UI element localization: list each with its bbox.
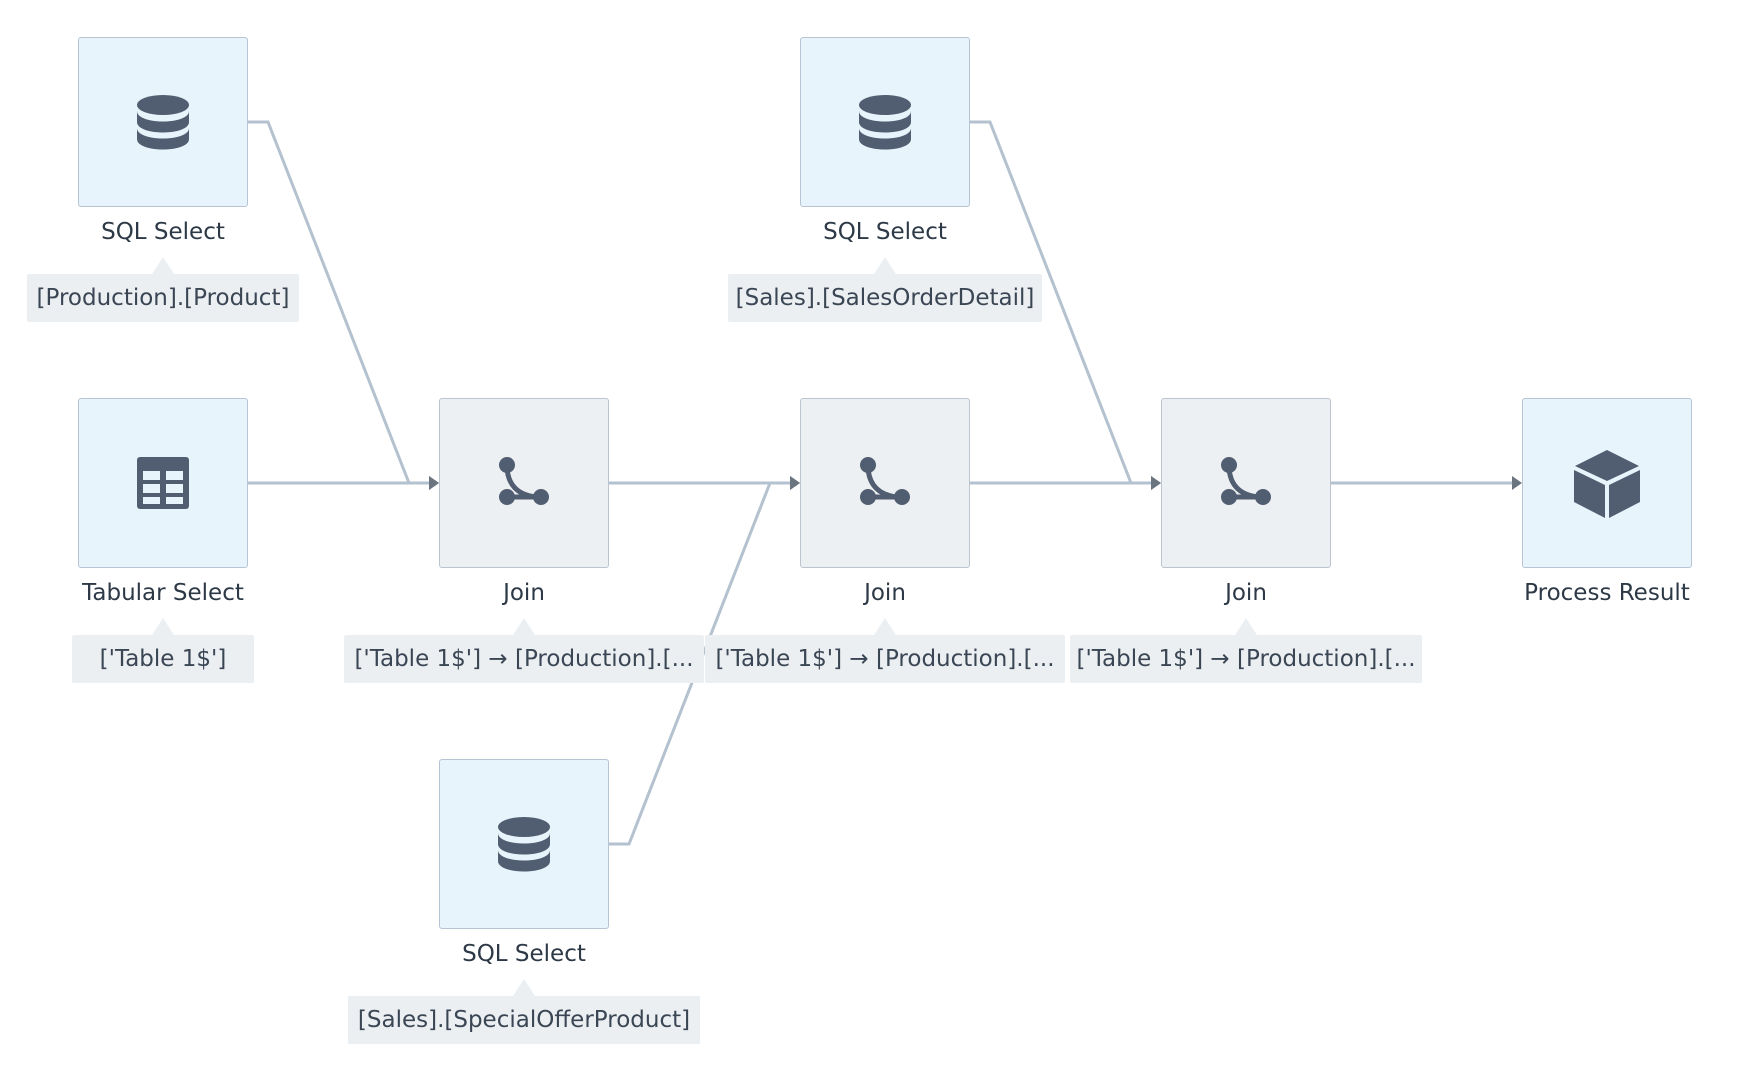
node-title: SQL Select <box>823 219 947 245</box>
node-join2[interactable] <box>800 398 970 568</box>
tag-caret <box>513 618 535 635</box>
cube-icon <box>1572 448 1642 518</box>
tag-caret <box>1235 618 1257 635</box>
database-icon <box>496 816 552 872</box>
node-sql1[interactable] <box>78 37 248 207</box>
arrowhead <box>429 476 439 490</box>
node-join1[interactable] <box>439 398 609 568</box>
join-icon <box>496 455 552 511</box>
node-title: Join <box>1225 580 1267 606</box>
node-tag: ['Table 1$'] → [Production].[... <box>705 635 1065 683</box>
database-icon <box>857 94 913 150</box>
node-res[interactable] <box>1522 398 1692 568</box>
arrowhead <box>429 476 439 490</box>
node-tab1[interactable] <box>78 398 248 568</box>
node-tag: ['Table 1$'] <box>72 635 254 683</box>
tag-caret <box>152 257 174 274</box>
node-tag: ['Table 1$'] → [Production].[... <box>1070 635 1422 683</box>
join-icon <box>857 455 913 511</box>
arrowhead <box>790 476 800 490</box>
node-title: SQL Select <box>462 941 586 967</box>
node-title: Join <box>503 580 545 606</box>
arrowhead <box>1512 476 1522 490</box>
table-icon <box>135 455 191 511</box>
database-icon <box>135 94 191 150</box>
tag-caret <box>513 979 535 996</box>
node-sql3[interactable] <box>439 759 609 929</box>
node-title: Tabular Select <box>82 580 244 606</box>
tag-caret <box>874 257 896 274</box>
node-title: Process Result <box>1524 580 1690 606</box>
node-tag: [Sales].[SalesOrderDetail] <box>728 274 1042 322</box>
arrowhead <box>1151 476 1161 490</box>
node-sql2[interactable] <box>800 37 970 207</box>
arrowhead <box>790 476 800 490</box>
node-title: Join <box>864 580 906 606</box>
join-icon <box>1218 455 1274 511</box>
node-tag: [Sales].[SpecialOfferProduct] <box>348 996 700 1044</box>
node-tag: ['Table 1$'] → [Production].[... <box>344 635 704 683</box>
node-tag: [Production].[Product] <box>27 274 299 322</box>
node-title: SQL Select <box>101 219 225 245</box>
tag-caret <box>152 618 174 635</box>
tag-caret <box>874 618 896 635</box>
node-join3[interactable] <box>1161 398 1331 568</box>
arrowhead <box>1151 476 1161 490</box>
